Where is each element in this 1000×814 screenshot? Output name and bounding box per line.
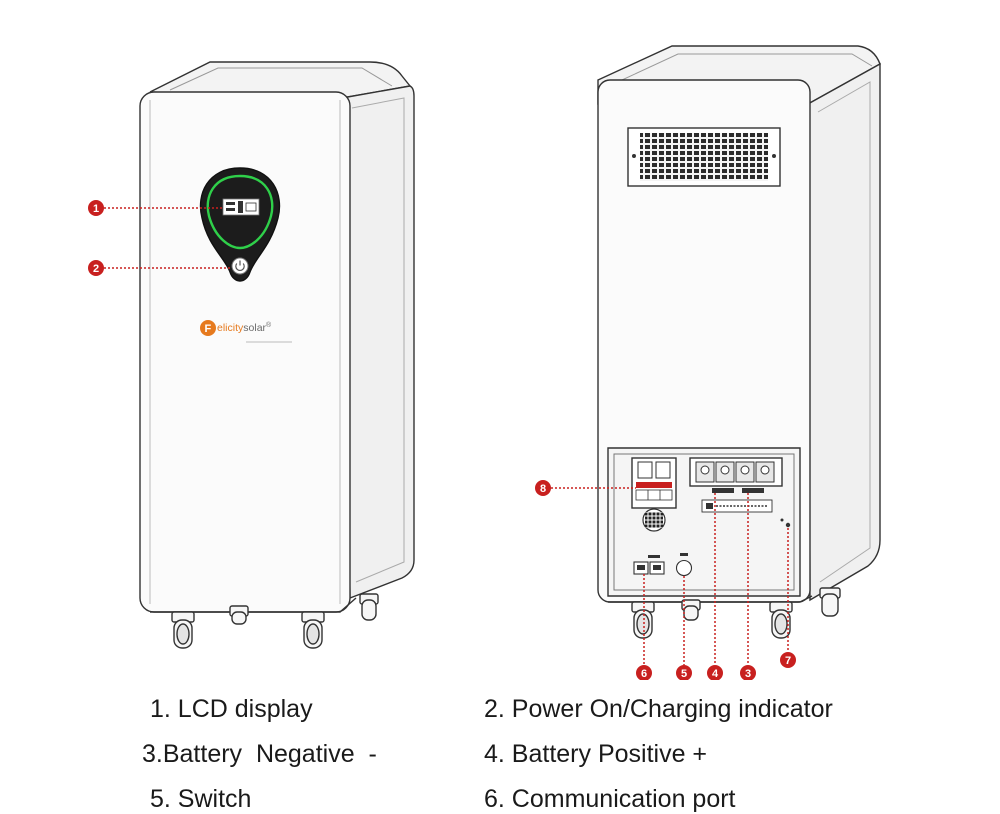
callout-leaders bbox=[104, 207, 789, 665]
front-side-panel bbox=[341, 85, 415, 600]
legend-item-communication-port: 6. Communication port bbox=[484, 785, 736, 813]
svg-text:5: 5 bbox=[681, 668, 687, 680]
svg-text:4: 4 bbox=[712, 668, 719, 680]
legend-item-lcd-display: 1. LCD display bbox=[150, 695, 313, 723]
legend-item-switch: 5. Switch bbox=[150, 785, 252, 813]
display-bezel bbox=[199, 167, 281, 282]
svg-text:3: 3 bbox=[745, 668, 751, 680]
callout-2: 2 bbox=[88, 260, 104, 276]
communication-ports[interactable] bbox=[633, 555, 665, 575]
battery-cabinet-diagram: F elicitysolar® bbox=[88, 45, 881, 680]
back-casters bbox=[631, 587, 841, 639]
power-icon bbox=[235, 263, 245, 272]
brand-name: elicitysolar® bbox=[217, 321, 272, 334]
front-unit: F elicitysolar® bbox=[139, 61, 415, 649]
callout-7: 7 bbox=[780, 652, 796, 668]
svg-text:8: 8 bbox=[540, 483, 546, 495]
callout-4: 4 bbox=[707, 665, 723, 680]
callout-5: 5 bbox=[676, 665, 692, 680]
brand-registered: ® bbox=[266, 321, 272, 329]
power-switch[interactable] bbox=[675, 559, 693, 577]
front-casters bbox=[171, 593, 379, 649]
legend-item-battery-positive: 4. Battery Positive + bbox=[484, 740, 708, 768]
svg-text:1: 1 bbox=[93, 203, 99, 215]
back-unit bbox=[597, 45, 881, 639]
brand-logo-icon bbox=[200, 320, 216, 336]
circuit-breaker[interactable] bbox=[631, 457, 677, 509]
brand-name-part2: solar bbox=[243, 322, 266, 334]
front-top-cap bbox=[149, 61, 412, 99]
svg-text:7: 7 bbox=[785, 655, 791, 667]
legend-item-battery-negative: 3.Battery Negative - bbox=[142, 740, 377, 768]
brand-initial: F bbox=[205, 323, 212, 335]
power-button[interactable] bbox=[231, 257, 249, 275]
callout-6: 6 bbox=[636, 665, 652, 680]
callout-8: 8 bbox=[535, 480, 551, 496]
indicator-ring bbox=[206, 174, 274, 250]
back-side-panel bbox=[807, 62, 881, 602]
callout-badges: 1 2 8 6 5 4 3 7 bbox=[88, 200, 796, 680]
legend-item-power-indicator: 2. Power On/Charging indicator bbox=[484, 695, 833, 723]
battery-terminals[interactable] bbox=[689, 457, 783, 513]
brand-name-part1: elicity bbox=[217, 322, 244, 334]
svg-text:6: 6 bbox=[641, 668, 647, 680]
ground-terminal[interactable] bbox=[785, 522, 791, 528]
callout-3: 3 bbox=[740, 665, 756, 680]
svg-text:2: 2 bbox=[93, 263, 99, 275]
rear-vent bbox=[640, 133, 768, 181]
callout-1: 1 bbox=[88, 200, 104, 216]
